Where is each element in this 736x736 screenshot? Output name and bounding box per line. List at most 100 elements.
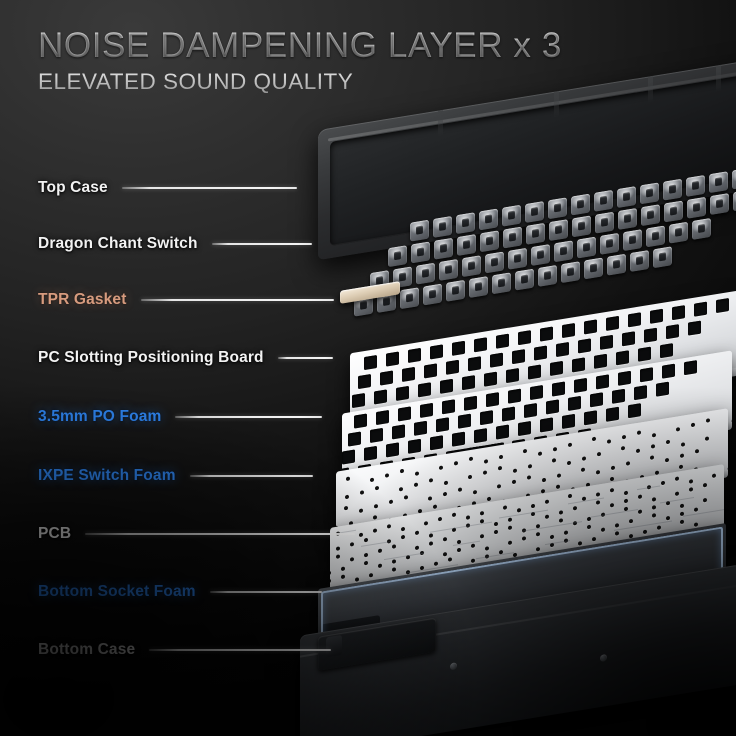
perforation-hole	[596, 500, 600, 505]
perforation-hole	[650, 455, 654, 460]
perforation-hole	[392, 567, 396, 572]
switch-cutout	[528, 364, 541, 380]
switch-cutout	[358, 374, 371, 390]
mechanical-switch	[686, 174, 705, 197]
callout-bottom-case: Bottom Case	[38, 640, 332, 660]
switch-cutout	[572, 357, 585, 373]
perforation-hole	[559, 510, 563, 515]
perforation-hole	[341, 574, 345, 580]
mechanical-switch	[692, 217, 711, 241]
perforation-hole	[387, 524, 391, 529]
perforation-hole	[508, 525, 512, 531]
perforation-hole	[480, 510, 484, 516]
screw-icon	[450, 662, 457, 671]
perforation-hole	[557, 473, 561, 478]
top-case-rib	[716, 64, 721, 92]
perforation-hole	[345, 494, 349, 500]
perforation-hole	[545, 514, 549, 520]
perforation-hole	[359, 508, 363, 514]
callout-label-socket-foam: Bottom Socket Foam	[38, 583, 196, 600]
perforation-hole	[494, 521, 498, 527]
perforation-hole	[691, 422, 695, 428]
perforation-hole	[661, 480, 665, 486]
perforation-hole	[401, 526, 405, 532]
switch-cutout	[612, 388, 625, 404]
perforation-hole	[578, 541, 582, 546]
perforation-hole	[487, 496, 491, 502]
callout-tpr-gasket: TPR Gasket	[38, 290, 334, 310]
switch-cutout	[496, 424, 509, 440]
perforation-hole	[680, 453, 684, 459]
callout-label-pcb: PCB	[38, 525, 72, 542]
switch-cutout	[546, 399, 559, 415]
mechanical-switch	[526, 222, 545, 245]
page-title: NOISE DAMPENING LAYER x 3	[38, 26, 562, 65]
perforation-hole	[370, 477, 374, 483]
perforation-hole	[498, 465, 502, 471]
mechanical-switch	[641, 204, 660, 227]
perforation-hole	[508, 540, 512, 546]
switch-cutout	[430, 435, 443, 451]
switch-cutout	[650, 308, 663, 324]
mechanical-switch	[594, 189, 613, 212]
mechanical-switch	[549, 219, 568, 242]
perforation-hole	[523, 448, 527, 454]
perforation-hole	[483, 470, 487, 475]
perforation-hole	[389, 499, 393, 505]
mechanical-switch	[502, 204, 521, 227]
perforation-hole	[564, 530, 568, 536]
switch-cutout	[666, 324, 679, 340]
mechanical-switch	[416, 262, 435, 285]
switch-cutout	[474, 428, 487, 444]
switch-cutout	[458, 413, 471, 429]
mechanical-switch	[508, 247, 527, 270]
switch-cutout	[584, 319, 597, 335]
perforation-hole	[404, 495, 408, 500]
perforation-hole	[443, 491, 447, 497]
perforation-hole	[497, 484, 501, 489]
switch-cutout	[408, 438, 421, 454]
callout-positioning-board: PC Slotting Positioning Board	[38, 348, 333, 368]
perforation-hole	[582, 456, 586, 461]
switch-cutout	[640, 367, 653, 383]
perforation-hole	[364, 537, 368, 543]
perforation-hole	[596, 469, 600, 475]
perforation-hole	[458, 487, 462, 492]
mechanical-switch	[433, 215, 452, 238]
mechanical-switch	[630, 249, 649, 273]
switch-cutout	[568, 395, 581, 411]
pcb-trace	[522, 521, 582, 532]
mechanical-switch	[572, 215, 591, 238]
perforation-hole	[675, 476, 679, 482]
perforation-hole	[444, 480, 448, 486]
perforation-hole	[499, 454, 503, 460]
switch-cutout	[524, 403, 537, 419]
switch-cutout	[386, 351, 399, 367]
switch-cutout	[628, 312, 641, 328]
perforation-hole	[429, 478, 433, 483]
leader-line-top-case	[121, 187, 297, 189]
perforation-hole	[587, 524, 591, 530]
perforation-hole	[369, 572, 373, 578]
perforation-hole	[601, 527, 605, 533]
mechanical-switch	[561, 261, 580, 284]
mechanical-switch	[388, 245, 407, 268]
perforation-hole	[675, 491, 679, 497]
callout-dragon-switch: Dragon Chant Switch	[38, 234, 312, 254]
switch-cutout	[552, 381, 565, 397]
perforation-hole	[378, 563, 382, 569]
perforation-hole	[494, 529, 498, 535]
mechanical-switch	[687, 196, 706, 219]
perforation-hole	[350, 557, 354, 562]
mechanical-switch	[480, 230, 499, 253]
perforation-hole	[556, 484, 560, 490]
pcb-trace	[430, 521, 492, 533]
perforation-hole	[624, 498, 628, 504]
perforation-hole	[568, 493, 572, 499]
switch-cutout	[464, 395, 477, 411]
leader-line-dragon-switch	[211, 243, 312, 245]
switch-cutout	[420, 402, 433, 418]
perforation-hole	[454, 460, 458, 466]
callout-label-po-foam: 3.5mm PO Foam	[38, 408, 162, 425]
